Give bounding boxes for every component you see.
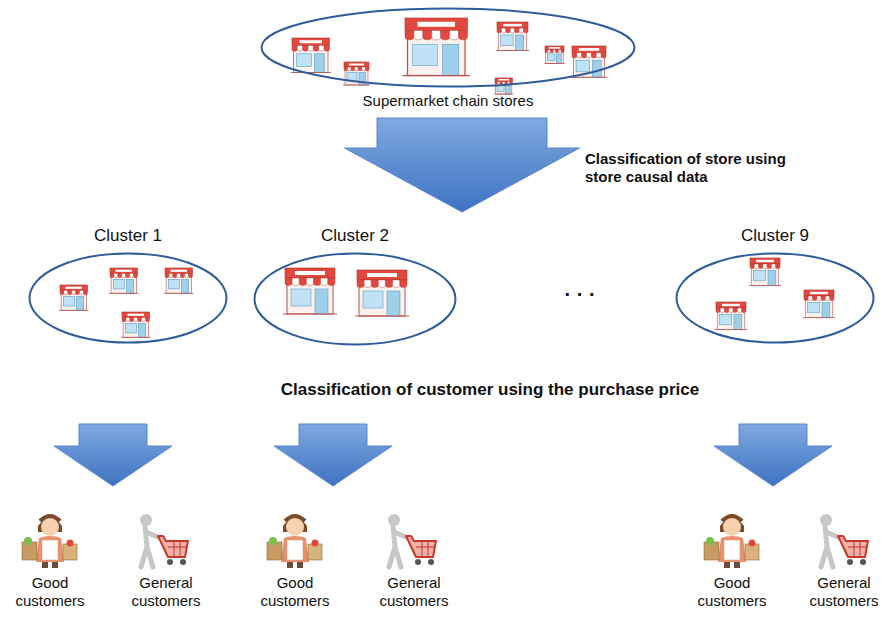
customer-label: General customers — [371, 574, 457, 610]
good-customer-icon — [704, 516, 759, 568]
store-icon — [403, 18, 471, 76]
customer-label: General customers — [123, 574, 209, 610]
store-icon — [283, 268, 337, 314]
ellipse-outline — [675, 252, 875, 344]
ellipse-outline — [253, 252, 457, 346]
general-customer-icon — [388, 514, 436, 567]
block-arrow — [345, 118, 580, 212]
general-customer-icon — [820, 514, 868, 567]
cluster-heading: Cluster 1 — [94, 226, 162, 246]
customer-label: Good customers — [689, 574, 775, 610]
good-customer-icon — [267, 516, 322, 568]
store-icon — [355, 270, 409, 316]
store-icon — [749, 258, 781, 286]
cluster-ellipse: Cluster 2 — [253, 252, 457, 346]
good-customer-icon — [22, 516, 77, 568]
ellipse-shape — [262, 9, 635, 87]
ellipse-outline — [260, 7, 636, 88]
customer-label: General customers — [801, 574, 887, 610]
customer-label: Good customers — [7, 574, 93, 610]
general-customer-icon — [140, 514, 188, 567]
process-note: Classification of customer using the pur… — [210, 380, 770, 400]
store-chain-ellipse: Supermarket chain stores — [260, 7, 636, 88]
block-arrow — [714, 424, 832, 486]
ellipse-outline — [28, 252, 228, 344]
store-icon — [121, 312, 151, 337]
ellipse-shape — [30, 254, 227, 343]
store-icon — [544, 46, 565, 63]
store-icon — [496, 22, 529, 51]
process-note: Classification of store using store caus… — [585, 150, 820, 186]
ellipsis-dots: · · · — [550, 282, 610, 306]
block-arrow — [274, 424, 392, 486]
cluster-heading: Cluster 9 — [741, 226, 809, 246]
cluster-heading: Cluster 2 — [321, 226, 389, 246]
cluster-ellipse: Cluster 9 — [675, 252, 875, 344]
ellipse-shape — [255, 254, 456, 345]
store-icon — [164, 268, 194, 293]
ellipse-shape — [677, 254, 874, 343]
store-icon — [803, 290, 835, 318]
store-icon — [715, 302, 747, 330]
store-icon — [109, 268, 139, 293]
cluster-ellipse: Cluster 1 — [28, 252, 228, 344]
customer-label: Good customers — [252, 574, 338, 610]
block-arrow — [54, 424, 172, 486]
group-caption: Supermarket chain stores — [363, 92, 534, 110]
store-icon — [59, 285, 89, 310]
store-icon — [291, 38, 332, 73]
